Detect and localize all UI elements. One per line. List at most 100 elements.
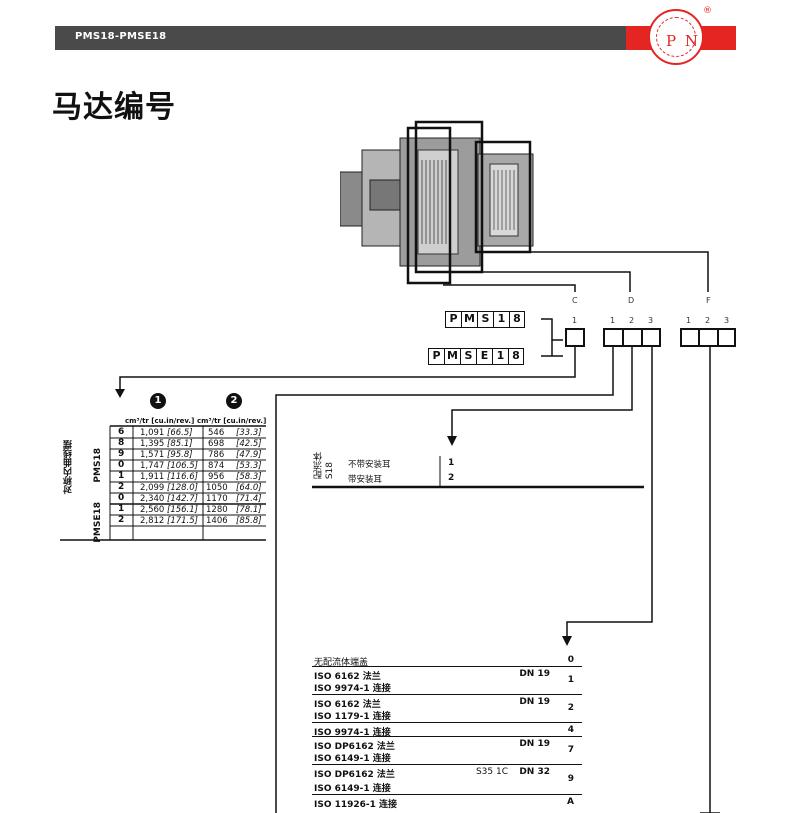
port-line2: ISO 1179-1 连接 (314, 712, 391, 722)
doc-code: PMS18-PMSE18 (75, 31, 167, 42)
port-line1: 无配流体端盖 (314, 658, 369, 668)
port-code: 4 (567, 725, 574, 735)
brand-logo: P N (648, 9, 704, 65)
row-code: 0 (118, 460, 125, 470)
port-code: A (567, 797, 574, 807)
row-code: 0 (118, 493, 125, 503)
port-dn: DN 19 (519, 669, 550, 679)
model-code-pmse18: P M S E 1 8 (428, 348, 524, 365)
row-code: 8 (118, 438, 125, 448)
distributor-row-label: 带安装耳 (348, 475, 383, 485)
unit-col1: cm³/tr [cu.in/rev.] (125, 417, 195, 425)
v1-value: 2,099 (140, 483, 165, 493)
code-char: 8 (508, 348, 524, 365)
table-row: ISO 11926-1 连接 A (312, 795, 582, 810)
v1-inch: [85.1] (167, 439, 193, 449)
c-position-label: 1 (572, 316, 578, 325)
header-bar: PMS18-PMSE18 (55, 26, 680, 50)
port-code: 1 (567, 675, 574, 685)
port-code: 7 (567, 745, 574, 755)
table-row: 无配流体端盖 0 (312, 653, 582, 668)
code-char: 1 (492, 348, 508, 365)
v2-value: 1406 (206, 516, 228, 526)
v2-inch: [42.5] (236, 439, 262, 449)
motor-illustration (340, 120, 534, 285)
column-marker-1: 1 (150, 393, 166, 409)
side-label-curve: 对称内曲线摆 (64, 440, 74, 494)
code-char: 8 (509, 311, 525, 328)
code-letter-f: F (706, 296, 711, 305)
code-char: 1 (493, 311, 509, 328)
d-position-label: 2 (629, 316, 635, 325)
port-line1: ISO 9974-1 连接 (314, 728, 391, 738)
v2-value: 1050 (206, 483, 228, 493)
port-dn: DN 19 (519, 697, 550, 707)
column-marker-2: 2 (226, 393, 242, 409)
code-char: P (445, 311, 461, 328)
d-position-label: 3 (648, 316, 654, 325)
v2-value: 698 (208, 439, 225, 449)
port-code: 9 (567, 774, 574, 784)
port-code: 2 (567, 703, 574, 713)
port-dn: DN 19 (519, 739, 550, 749)
v1-value: 1,747 (140, 461, 165, 471)
v1-value: 2,812 (140, 516, 165, 526)
v1-value: 1,911 (140, 472, 165, 482)
code-char: S (477, 311, 493, 328)
code-char: E (476, 348, 492, 365)
v1-inch: [171.5] (167, 516, 198, 526)
page-title: 马达编号 (52, 90, 176, 125)
v1-inch: [116.6] (167, 472, 198, 482)
v2-value: 546 (208, 428, 225, 438)
v2-value: 1170 (206, 494, 228, 504)
v1-inch: [106.5] (167, 461, 198, 471)
v1-value: 1,571 (140, 450, 165, 460)
row-code: 1 (118, 504, 125, 514)
v2-value: 956 (208, 472, 225, 482)
registered-mark-icon: ® (703, 6, 712, 16)
v1-value: 1,091 (140, 428, 165, 438)
distributor-side-label: 配流体 (314, 452, 324, 479)
table-row: ISO DP6162 法兰 ISO 6149-1 连接 DN 19 7 (312, 737, 582, 765)
distributor-row-code: 2 (448, 473, 455, 483)
table-row: ISO DP6162 法兰 ISO 6149-1 连接 S35 1C DN 32… (312, 765, 582, 795)
port-line1: ISO DP6162 法兰 (314, 742, 395, 752)
code-char: M (461, 311, 477, 328)
v2-inch: [53.3] (236, 461, 262, 471)
v1-value: 2,560 (140, 505, 165, 515)
code-letter-d: D (628, 296, 635, 305)
model-code-pms18: P M S 1 8 (445, 311, 525, 328)
port-line2: ISO 6149-1 连接 (314, 784, 391, 794)
group-label-pmse18: PMSE18 (93, 502, 103, 543)
f-position-label: 1 (686, 316, 692, 325)
code-char: P (428, 348, 444, 365)
f-position-label: 2 (705, 316, 711, 325)
port-line1: ISO DP6162 法兰 (314, 770, 395, 780)
v2-value: 1280 (206, 505, 228, 515)
port-line2: ISO 6149-1 连接 (314, 754, 391, 764)
port-line1: ISO 11926-1 连接 (314, 800, 398, 810)
row-code: 2 (118, 482, 125, 492)
v1-inch: [66.5] (167, 428, 193, 438)
v2-value: 786 (208, 450, 225, 460)
distributor-row-label: 不带安装耳 (348, 460, 391, 470)
port-dn: DN 32 (519, 767, 550, 777)
unit-col2: cm³/tr [cu.in/rev.] (197, 417, 267, 425)
v2-inch: [58.3] (236, 472, 262, 482)
row-code: 9 (118, 449, 125, 459)
code-char: M (444, 348, 460, 365)
v2-inch: [85.8] (236, 516, 262, 526)
code-char: S (460, 348, 476, 365)
row-code: 1 (118, 471, 125, 481)
v1-inch: [128.0] (167, 483, 198, 493)
v1-inch: [156.1] (167, 505, 198, 515)
row-code: 6 (118, 427, 125, 437)
v2-value: 874 (208, 461, 225, 471)
port-line1: ISO 6162 法兰 (314, 672, 381, 682)
v2-inch: [71.4] (236, 494, 262, 504)
code-box-f (680, 328, 736, 347)
group-label-pms18: PMS18 (93, 448, 103, 483)
logo-text: P N (666, 32, 700, 50)
